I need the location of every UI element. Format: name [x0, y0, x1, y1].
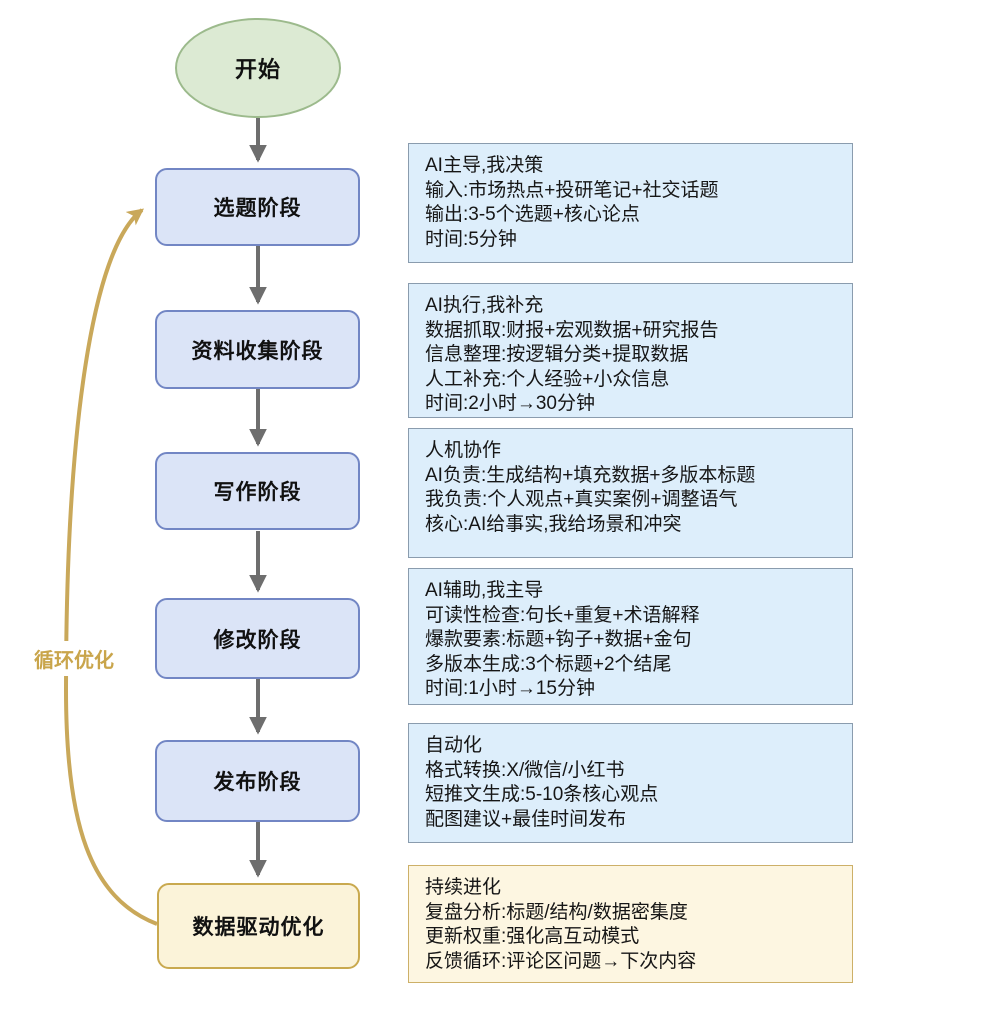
detail-line: 爆款要素:标题+钩子+数据+金句	[425, 629, 692, 650]
detail-line: 时间:5分钟	[425, 228, 517, 250]
detail-line: 信息整理:按逻辑分类+提取数据	[425, 344, 689, 365]
detail-line: 数据抓取:财报+宏观数据+研究报告	[425, 319, 719, 341]
detail-line: 格式转换:X/微信/小红书	[425, 759, 625, 781]
detail-line: 反馈循环:评论区问题→下次内容	[425, 950, 697, 972]
detail-line: 核心:AI给事实,我给场景和冲突	[425, 513, 682, 535]
stage-node-label: 数据驱动优化	[192, 916, 325, 939]
start-node: 开始	[175, 18, 341, 118]
detail-line: 输出:3-5个选题+核心论点	[425, 204, 640, 225]
detail-line: 短推文生成:5-10条核心观点	[425, 784, 659, 805]
stage-node-writing: 写作阶段	[155, 452, 360, 530]
detail-line: 人机协作	[425, 440, 502, 461]
detail-line: AI执行,我补充	[425, 295, 544, 316]
detail-line: 我负责:个人观点+真实案例+调整语气	[425, 489, 738, 510]
start-node-label: 开始	[234, 57, 281, 82]
info-box-data-optimization: 持续进化 复盘分析:标题/结构/数据密集度 更新权重:强化高互动模式 反馈循环:…	[408, 865, 853, 983]
detail-line: 配图建议+最佳时间发布	[425, 808, 627, 830]
detail-line: 输入:市场热点+投研笔记+社交话题	[425, 179, 719, 201]
detail-line: AI主导,我决策	[425, 155, 544, 176]
detail-line: 人工补充:个人经验+小众信息	[425, 368, 670, 390]
stage-node-research-collection: 资料收集阶段	[155, 310, 360, 389]
detail-line: 持续进化	[425, 877, 502, 898]
detail-line: 时间:1小时→15分钟	[425, 678, 595, 699]
loop-arrow	[63, 208, 158, 926]
stage-node-topic-selection: 选题阶段	[155, 168, 360, 246]
loop-label: 循环优化	[26, 641, 122, 676]
stage-node-publishing: 发布阶段	[155, 740, 360, 822]
detail-line: 自动化	[425, 735, 483, 756]
stage-node-label: 修改阶段	[213, 628, 302, 652]
info-box-revision: AI辅助,我主导 可读性检查:句长+重复+术语解释 爆款要素:标题+钩子+数据+…	[408, 568, 853, 705]
detail-line: 多版本生成:3个标题+2个结尾	[425, 653, 672, 675]
stage-node-label: 选题阶段	[213, 197, 302, 220]
stage-node-label: 发布阶段	[213, 771, 302, 794]
detail-line: AI负责:生成结构+填充数据+多版本标题	[425, 464, 756, 486]
detail-line: AI辅助,我主导	[425, 580, 544, 601]
stage-node-data-optimization: 数据驱动优化	[157, 883, 360, 969]
info-box-topic-selection: AI主导,我决策 输入:市场热点+投研笔记+社交话题 输出:3-5个选题+核心论…	[408, 143, 853, 263]
info-box-research-collection: AI执行,我补充 数据抓取:财报+宏观数据+研究报告 信息整理:按逻辑分类+提取…	[408, 283, 853, 418]
stage-node-label: 写作阶段	[213, 481, 302, 504]
stage-node-label: 资料收集阶段	[191, 339, 324, 363]
detail-line: 可读性检查:句长+重复+术语解释	[425, 604, 700, 626]
info-box-publishing: 自动化 格式转换:X/微信/小红书 短推文生成:5-10条核心观点 配图建议+最…	[408, 723, 853, 843]
detail-line: 更新权重:强化高互动模式	[425, 926, 640, 947]
stage-node-revision: 修改阶段	[155, 598, 360, 679]
detail-line: 复盘分析:标题/结构/数据密集度	[425, 901, 688, 923]
detail-line: 时间:2小时→30分钟	[425, 393, 595, 414]
info-box-writing: 人机协作 AI负责:生成结构+填充数据+多版本标题 我负责:个人观点+真实案例+…	[408, 428, 853, 558]
